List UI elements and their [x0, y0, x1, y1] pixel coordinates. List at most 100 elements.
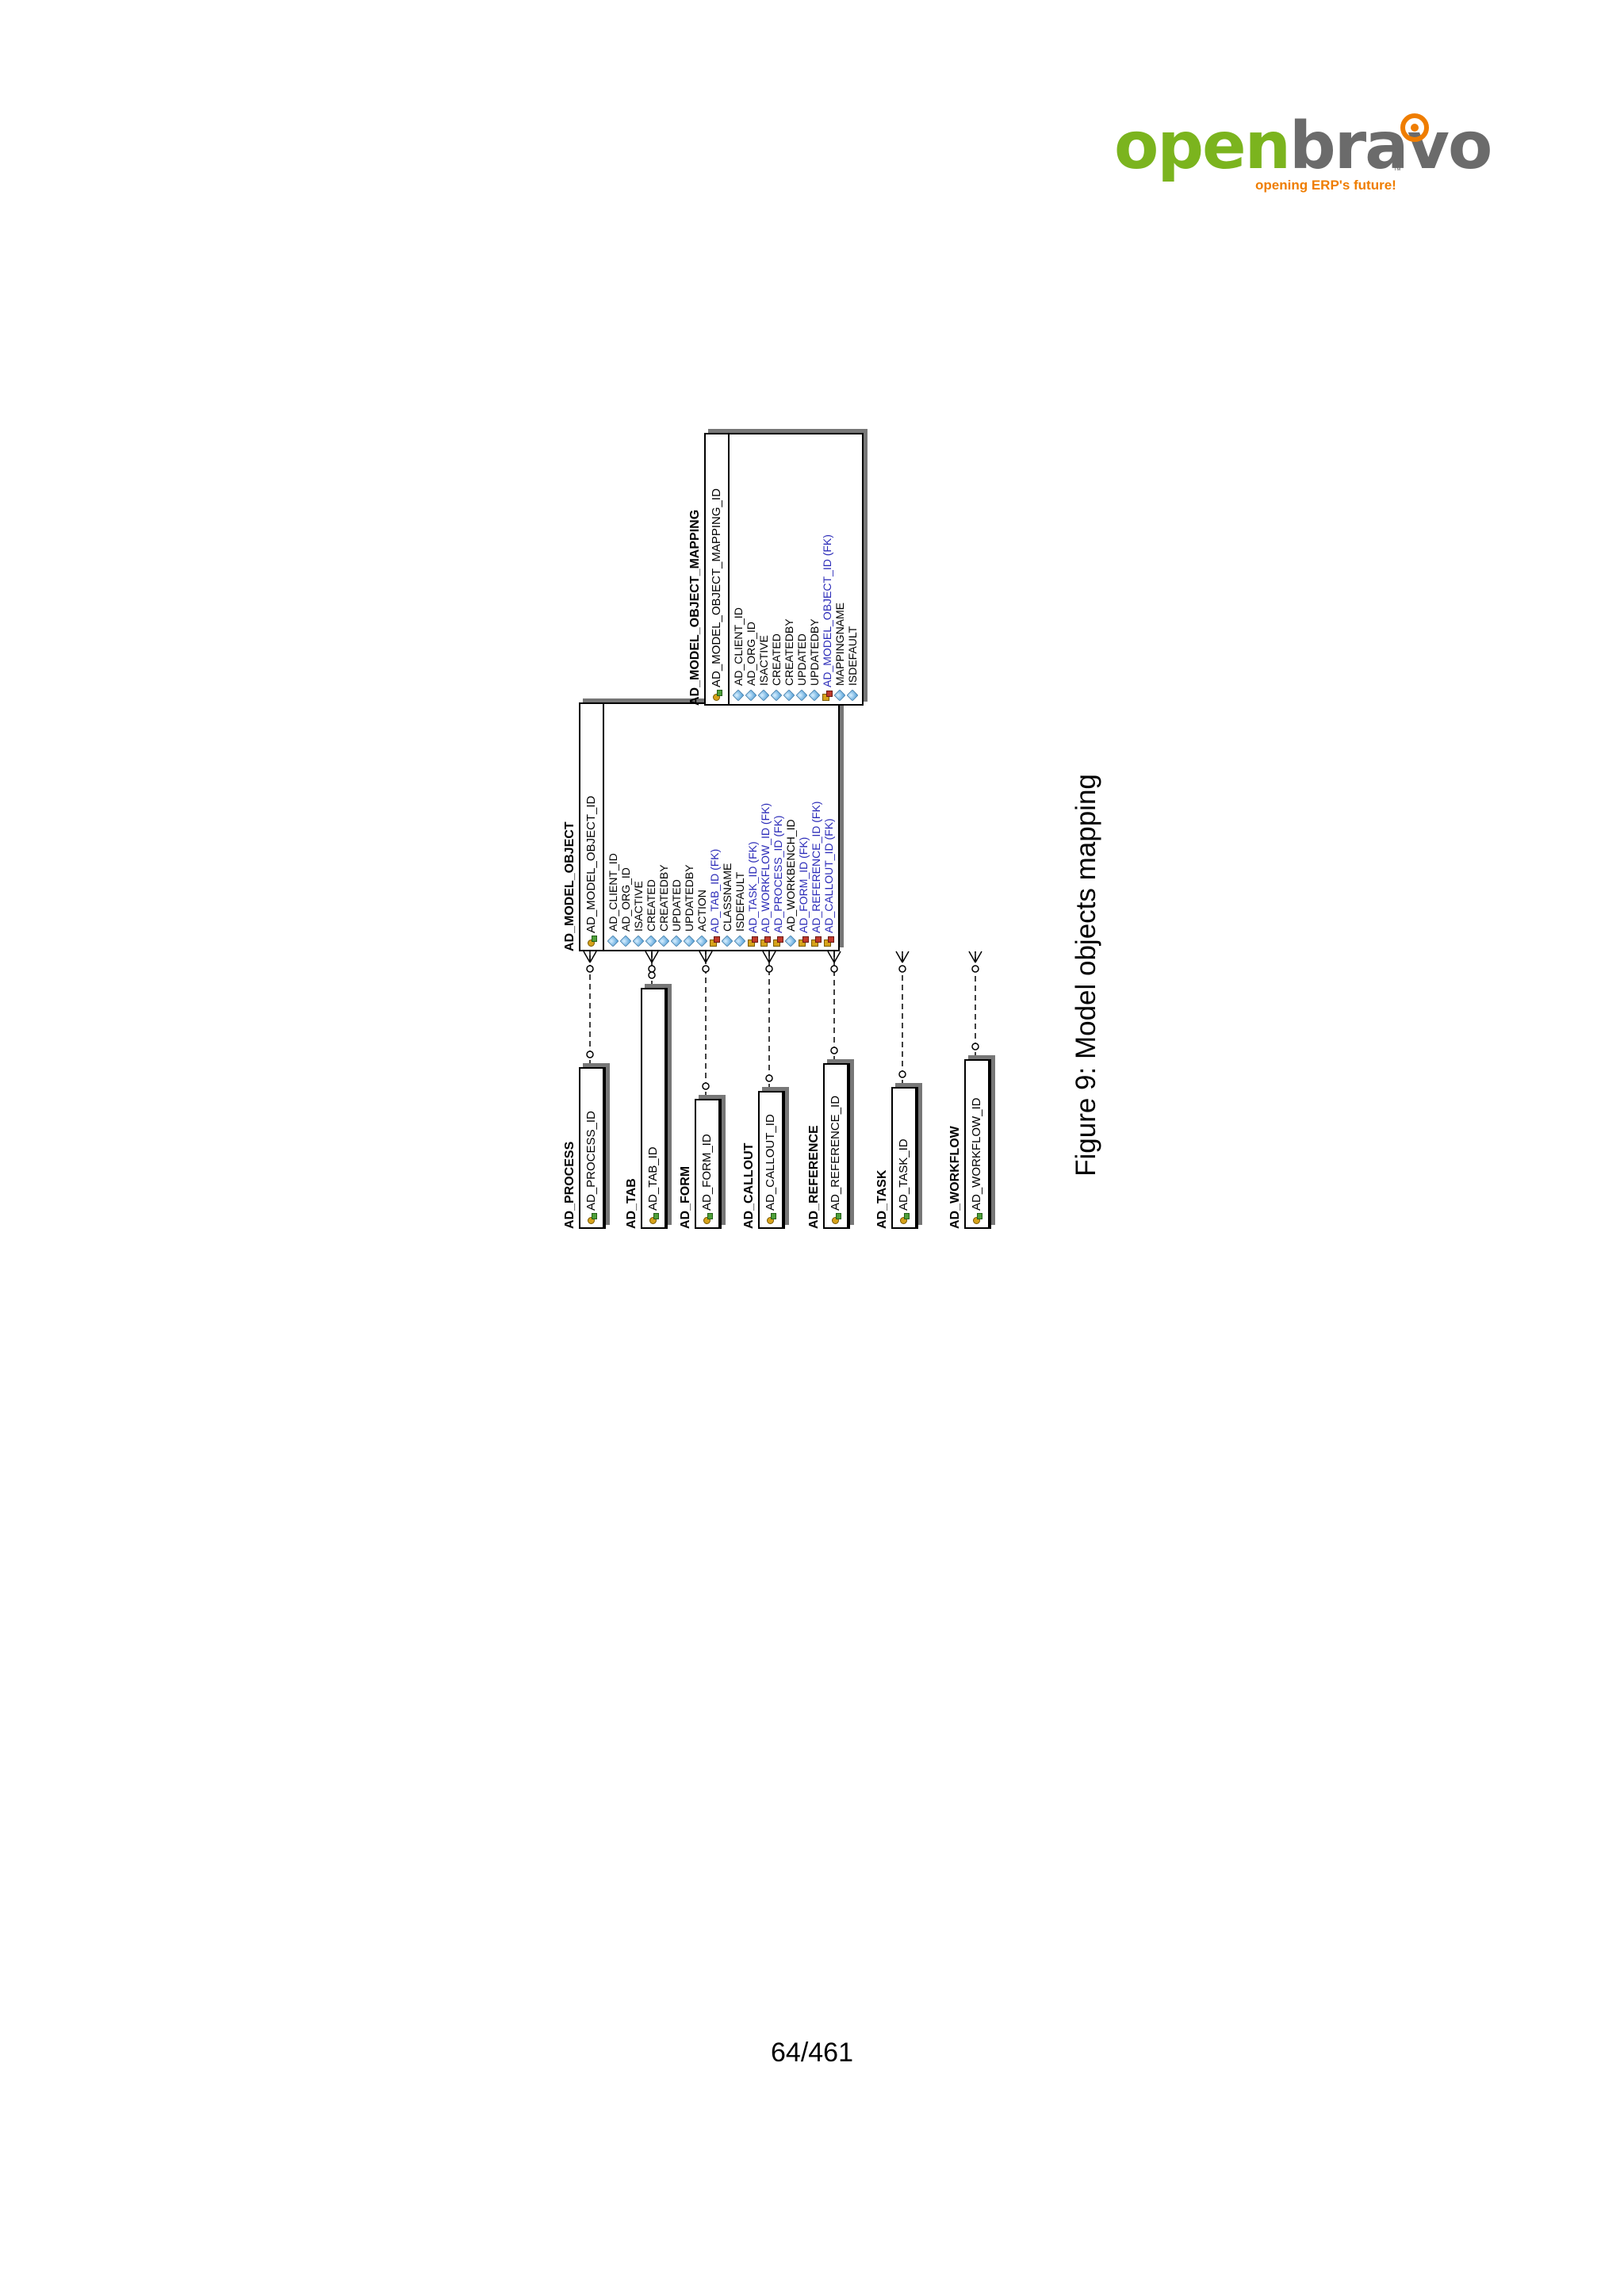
column-row: CREATEDBY	[783, 434, 795, 702]
relationship-optional-marker	[830, 1047, 838, 1054]
entity-box: AD_FORM_ID	[695, 1099, 722, 1229]
primary-key-icon	[972, 1215, 982, 1224]
column-icon	[721, 935, 733, 947]
column-label: CREATED	[645, 879, 657, 932]
entity-title: AD_WORKFLOW	[948, 1126, 962, 1229]
relationship-many-marker	[699, 951, 713, 963]
relationship-optional-marker	[648, 971, 656, 979]
primary-key-icon	[899, 1215, 909, 1224]
primary-key-row: AD_MODEL_OBJECT_MAPPING_ID	[706, 434, 730, 704]
primary-key-row: AD_WORKFLOW_ID	[966, 1061, 990, 1227]
column-row: CREATEDBY	[657, 704, 670, 947]
foreign-key-icon	[773, 937, 783, 947]
entity-box: AD_REFERENCE_ID	[823, 1063, 850, 1229]
foreign-key-icon	[748, 937, 757, 947]
relationship-optional-marker	[898, 1070, 906, 1078]
page-number: 64/461	[771, 2038, 853, 2068]
column-icon	[732, 689, 745, 702]
column-row: UPDATEDBY	[683, 704, 695, 947]
figure-caption: Figure 9: Model objects mapping	[1071, 774, 1101, 1177]
column-label: ISDEFAULT	[846, 626, 859, 686]
entity-box: AD_TAB_ID	[641, 988, 668, 1229]
relationship-optional-marker	[586, 1050, 594, 1058]
column-icon	[632, 935, 645, 947]
foreign-key-icon	[822, 691, 832, 701]
column-label: UPDATEDBY	[808, 618, 821, 686]
foreign-key-column: AD_FORM_ID (FK)	[797, 704, 810, 947]
column-label: AD_WORKBENCH_ID	[784, 819, 797, 932]
column-label: AD_TASK_ID (FK)	[746, 841, 759, 933]
entity-title: AD_FORM	[679, 1165, 692, 1229]
column-row: ISACTIVE	[632, 704, 645, 947]
relationship-many-marker	[583, 951, 597, 963]
relationship-many-marker	[827, 951, 841, 963]
column-icon	[846, 689, 859, 702]
entity-title: AD_MODEL_OBJECT_MAPPING	[688, 509, 702, 706]
column-label: AD_ORG_ID	[745, 622, 757, 686]
relationship-optional-marker	[898, 965, 906, 973]
primary-key-label: AD_CALLOUT_ID	[764, 1114, 777, 1211]
relationship-optional-marker	[971, 965, 979, 973]
primary-key-row: AD_TAB_ID	[642, 989, 666, 1227]
relationship-optional-marker	[648, 965, 656, 973]
column-icon	[745, 689, 757, 702]
primary-key-label: AD_MODEL_OBJECT_ID	[584, 795, 598, 933]
primary-key-label: AD_TAB_ID	[646, 1146, 660, 1211]
column-icon	[795, 689, 808, 702]
column-icon	[645, 935, 657, 947]
entity-title: AD_REFERENCE	[807, 1125, 821, 1229]
primary-key-icon	[587, 1215, 596, 1224]
column-row: UPDATED	[670, 704, 683, 947]
column-icon	[783, 689, 795, 702]
column-label: ACTION	[695, 890, 708, 932]
foreign-key-icon	[811, 937, 821, 947]
foreign-key-icon	[824, 937, 833, 947]
logo-trademark: ™	[1393, 166, 1401, 175]
column-label: AD_REFERENCE_ID (FK)	[810, 801, 822, 933]
column-icon	[683, 935, 695, 947]
column-row: ISACTIVE	[757, 434, 770, 702]
entity-box: AD_TASK_ID	[891, 1087, 918, 1229]
primary-key-row: AD_MODEL_OBJECT_ID	[580, 704, 604, 950]
entity-box: AD_PROCESS_ID	[579, 1067, 606, 1229]
column-row: ISDEFAULT	[846, 434, 859, 702]
primary-key-icon	[703, 1215, 712, 1224]
foreign-key-icon	[760, 937, 770, 947]
relationship-many-marker	[645, 951, 659, 963]
primary-key-label: AD_WORKFLOW_ID	[970, 1097, 983, 1211]
column-row: AD_CLIENT_ID	[732, 434, 745, 702]
column-icon	[784, 935, 797, 947]
column-label: AD_PROCESS_ID (FK)	[772, 815, 784, 933]
relationship-optional-marker	[765, 965, 773, 973]
primary-key-icon	[649, 1215, 658, 1224]
logo-word-bravo: bravo	[1289, 109, 1492, 184]
primary-key-label: AD_PROCESS_ID	[584, 1111, 598, 1211]
primary-key-row: AD_PROCESS_ID	[580, 1069, 604, 1227]
foreign-key-column: AD_TAB_ID (FK)	[708, 704, 721, 947]
column-row: CREATED	[645, 704, 657, 947]
column-icon	[833, 689, 846, 702]
column-icon	[670, 935, 683, 947]
column-row: ISDEFAULT	[733, 704, 746, 947]
entity-box: AD_CALLOUT_ID	[758, 1091, 785, 1229]
column-label: CLASSNAME	[721, 863, 733, 932]
column-label: AD_CALLOUT_ID (FK)	[822, 818, 835, 933]
column-label: CREATEDBY	[657, 864, 670, 932]
foreign-key-column: AD_REFERENCE_ID (FK)	[810, 704, 822, 947]
entity-title: AD_MODEL_OBJECT	[563, 821, 576, 951]
column-row: MAPPINGNAME	[833, 434, 846, 702]
column-icon	[733, 935, 746, 947]
column-row: CLASSNAME	[721, 704, 733, 947]
foreign-key-column: AD_PROCESS_ID (FK)	[772, 704, 784, 947]
relationship-optional-marker	[702, 965, 710, 973]
relationship-optional-marker	[830, 965, 838, 973]
primary-key-label: AD_MODEL_OBJECT_MAPPING_ID	[710, 488, 723, 687]
primary-key-label: AD_TASK_ID	[897, 1138, 910, 1211]
entity-title: AD_TAB	[625, 1178, 638, 1229]
column-label: AD_MODEL_OBJECT_ID (FK)	[821, 534, 833, 687]
